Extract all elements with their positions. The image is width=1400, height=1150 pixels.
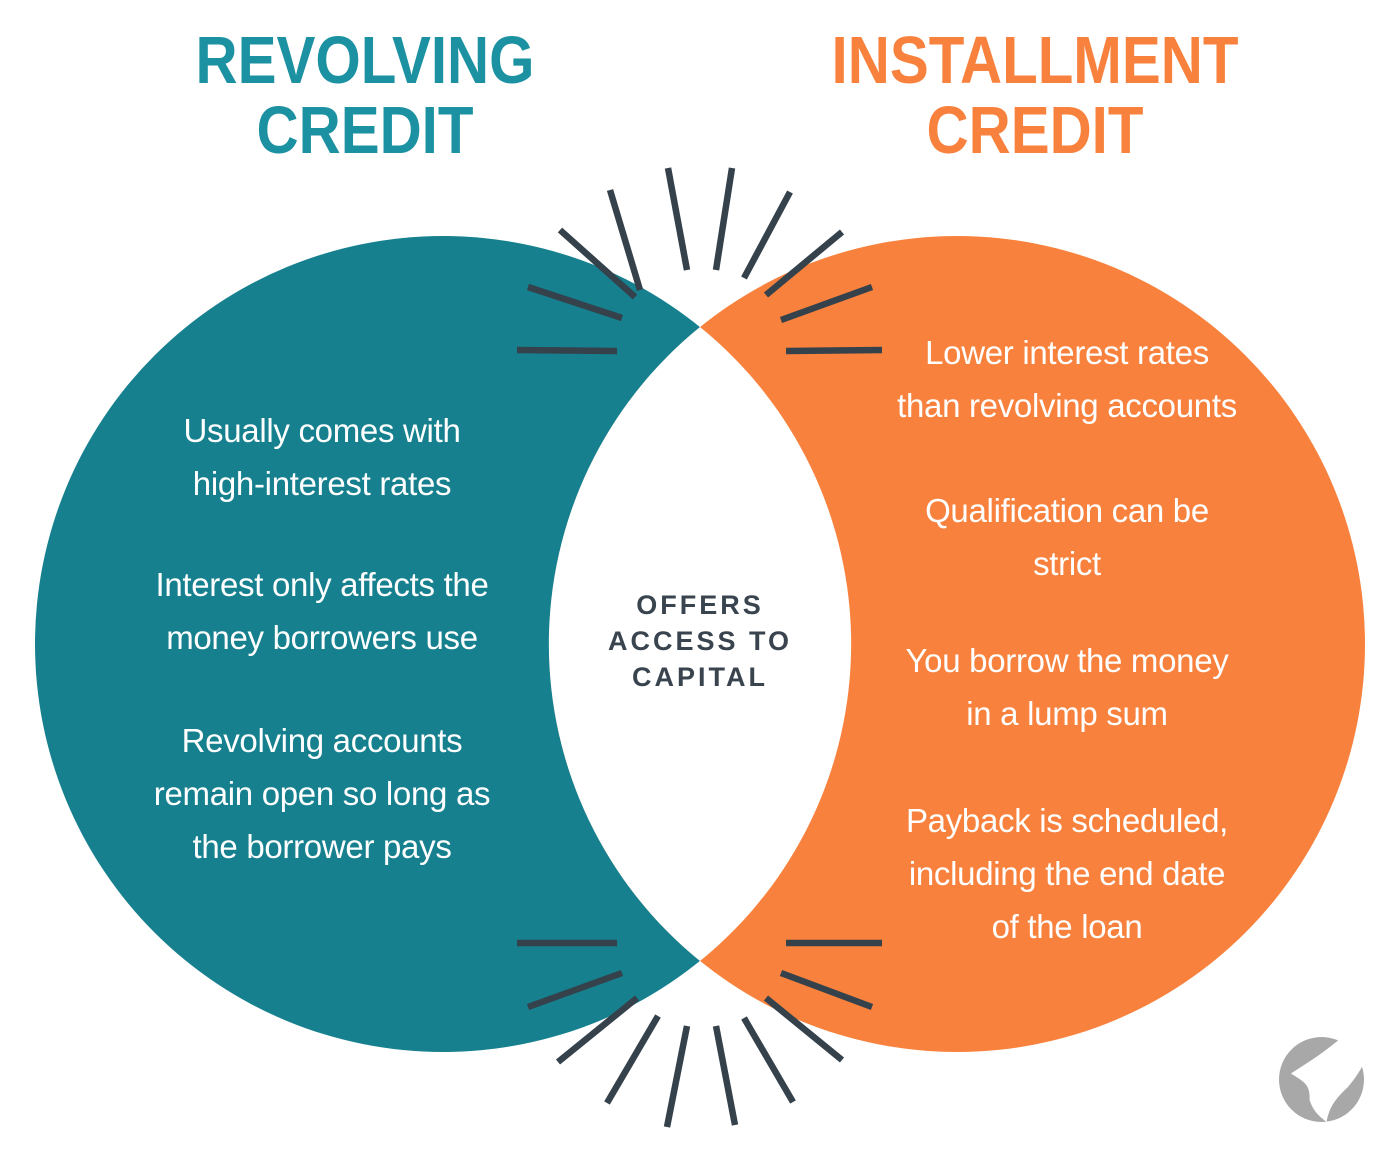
burst-lines-top-icon (516, 167, 883, 355)
list-item: Lower interest rates than revolving acco… (897, 334, 1237, 424)
right-title-installment-credit: INSTALLMENT CREDIT (818, 26, 1253, 166)
burst-lines-bottom-icon (517, 939, 882, 1128)
left-title-revolving-credit: REVOLVING CREDIT (148, 26, 583, 166)
right-title-line: INSTALLMENT (831, 23, 1239, 98)
list-item: You borrow the money in a lump sum (905, 642, 1229, 732)
center-overlap-label: OFFERS ACCESS TO CAPITAL (607, 590, 793, 692)
swoosh-circle-logo-icon (1279, 1037, 1364, 1122)
left-title-line: REVOLVING (195, 23, 535, 98)
intersection-lens (548, 327, 852, 961)
logo-swoosh (1290, 1037, 1364, 1122)
list-item: Usually comes with high-interest rates (183, 412, 461, 502)
list-item: Payback is scheduled, including the end … (905, 802, 1229, 945)
right-title-line: CREDIT (926, 93, 1144, 168)
list-item: Revolving accounts remain open so long a… (153, 722, 491, 865)
left-title-line: CREDIT (256, 93, 474, 168)
list-item: Interest only affects the money borrower… (155, 566, 489, 656)
list-item: Qualification can be strict (925, 492, 1209, 582)
